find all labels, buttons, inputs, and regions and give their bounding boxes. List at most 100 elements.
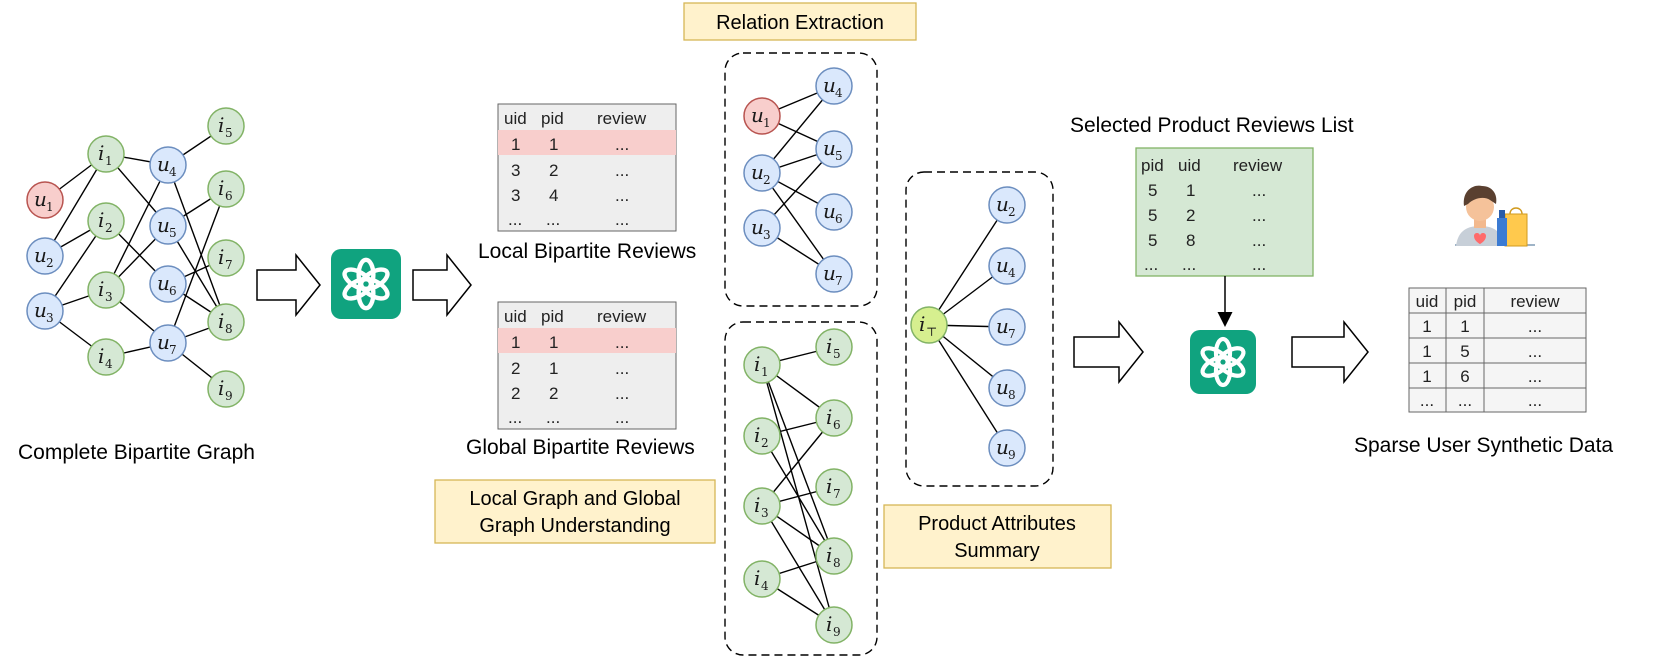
svg-text:u: u bbox=[751, 215, 764, 239]
svg-text:...: ... bbox=[615, 186, 629, 205]
svg-text:u: u bbox=[996, 192, 1009, 216]
complete-graph-edges bbox=[44, 125, 227, 390]
local-reviews-table: uid pid review 1 1 ... 3 2 ... 3 4 ... .… bbox=[497, 103, 677, 232]
svg-text:i: i bbox=[218, 309, 224, 333]
svg-text:u: u bbox=[157, 152, 170, 176]
svg-text:7: 7 bbox=[1008, 327, 1016, 341]
svg-text:u: u bbox=[157, 213, 170, 237]
svg-text:pid: pid bbox=[1454, 292, 1477, 311]
svg-text:2: 2 bbox=[105, 221, 113, 235]
svg-text:...: ... bbox=[1528, 342, 1542, 361]
caption-complete-graph: Complete Bipartite Graph bbox=[18, 441, 255, 464]
svg-text:...: ... bbox=[508, 210, 522, 229]
svg-text:5: 5 bbox=[1148, 231, 1157, 250]
svg-text:...: ... bbox=[1458, 391, 1472, 410]
svg-text:4: 4 bbox=[169, 165, 177, 179]
svg-text:6: 6 bbox=[169, 284, 177, 298]
svg-text:uid: uid bbox=[504, 307, 527, 326]
global-reviews-table: uid pid review 1 1 ... 2 1 ... 2 2 ... .… bbox=[497, 301, 677, 430]
svg-text:review: review bbox=[597, 307, 647, 326]
svg-text:3: 3 bbox=[511, 161, 520, 180]
svg-text:...: ... bbox=[615, 135, 629, 154]
svg-text:u: u bbox=[823, 136, 836, 160]
svg-text:review: review bbox=[597, 109, 647, 128]
svg-text:5: 5 bbox=[833, 347, 841, 361]
svg-text:i: i bbox=[98, 344, 104, 368]
svg-text:4: 4 bbox=[1008, 266, 1016, 280]
svg-text:pid: pid bbox=[541, 109, 564, 128]
svg-text:2: 2 bbox=[549, 161, 558, 180]
svg-text:2: 2 bbox=[761, 436, 769, 450]
svg-text:i: i bbox=[754, 493, 760, 517]
relation-extraction-label: Relation Extraction bbox=[683, 2, 917, 41]
svg-text:i: i bbox=[218, 176, 224, 200]
svg-text:...: ... bbox=[1252, 181, 1266, 200]
svg-text:i: i bbox=[826, 405, 832, 429]
svg-text:Summary: Summary bbox=[954, 540, 1040, 562]
svg-text:i: i bbox=[754, 566, 760, 590]
svg-text:...: ... bbox=[1144, 255, 1158, 274]
graph-understanding-label: Local Graph and Global Graph Understandi… bbox=[434, 479, 716, 544]
svg-text:i: i bbox=[98, 208, 104, 232]
svg-text:review: review bbox=[1510, 292, 1560, 311]
svg-text:...: ... bbox=[1252, 206, 1266, 225]
svg-text:4: 4 bbox=[835, 86, 843, 100]
openai-logo-icon bbox=[331, 249, 401, 319]
svg-text:2: 2 bbox=[46, 256, 54, 270]
sparse-data-table: uid pid review 1 1 ... 1 5 ... 1 6 ... .… bbox=[1408, 287, 1587, 413]
svg-text:Local Graph and Global: Local Graph and Global bbox=[469, 488, 680, 510]
svg-text:5: 5 bbox=[169, 226, 177, 240]
svg-text:8: 8 bbox=[1008, 388, 1016, 402]
svg-text:5: 5 bbox=[1148, 206, 1157, 225]
svg-text:7: 7 bbox=[835, 274, 843, 288]
svg-text:⊤: ⊤ bbox=[926, 325, 937, 339]
svg-text:u: u bbox=[996, 435, 1009, 459]
caption-selected-list: Selected Product Reviews List bbox=[1070, 114, 1354, 137]
svg-text:3: 3 bbox=[763, 228, 771, 242]
svg-text:1: 1 bbox=[549, 359, 558, 378]
svg-text:1: 1 bbox=[761, 365, 769, 379]
svg-text:8: 8 bbox=[1186, 231, 1195, 250]
svg-text:pid: pid bbox=[541, 307, 564, 326]
svg-text:2: 2 bbox=[511, 384, 520, 403]
svg-text:...: ... bbox=[1252, 255, 1266, 274]
svg-text:1: 1 bbox=[1422, 317, 1431, 336]
svg-text:4: 4 bbox=[761, 579, 769, 593]
svg-text:2: 2 bbox=[549, 384, 558, 403]
svg-text:i: i bbox=[919, 312, 925, 336]
svg-text:u: u bbox=[34, 243, 47, 267]
svg-text:...: ... bbox=[508, 408, 522, 427]
svg-text:1: 1 bbox=[511, 333, 520, 352]
svg-text:u: u bbox=[996, 253, 1009, 277]
svg-text:...: ... bbox=[1528, 391, 1542, 410]
caption-global-reviews: Global Bipartite Reviews bbox=[466, 436, 695, 459]
svg-text:uid: uid bbox=[1178, 156, 1201, 175]
svg-text:7: 7 bbox=[833, 487, 841, 501]
svg-text:i: i bbox=[826, 543, 832, 567]
selected-reviews-table: pid uid review 5 1 ... 5 2 ... 5 8 ... .… bbox=[1135, 147, 1314, 277]
svg-text:i: i bbox=[98, 277, 104, 301]
svg-text:1: 1 bbox=[1422, 342, 1431, 361]
svg-text:...: ... bbox=[615, 359, 629, 378]
svg-text:i: i bbox=[826, 334, 832, 358]
svg-text:3: 3 bbox=[511, 186, 520, 205]
